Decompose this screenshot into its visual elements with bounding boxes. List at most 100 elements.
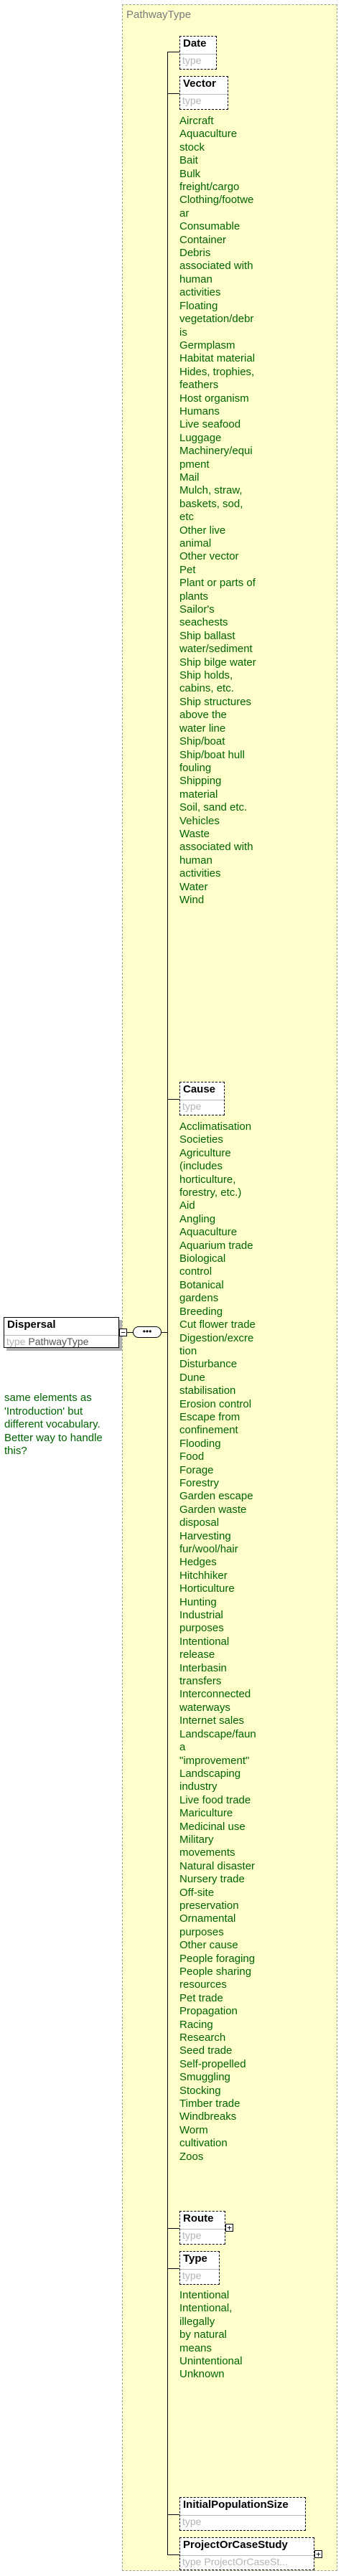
pathway-type-container [122,4,337,2571]
type-value: Intentional [179,2289,230,2301]
type-name: Type [183,2252,207,2265]
sequence-compositor-icon[interactable]: ••• [133,1326,162,1338]
vector-value: animal [179,537,212,549]
cause-value: purposes [179,1925,224,1938]
dispersal-element[interactable]: Dispersal type PathwayType [4,1317,119,1348]
dispersal-annotation: same elements as 'Introduction' but diff… [4,1392,103,1457]
route-name: Route [183,2212,214,2224]
vector-value: Host organism [179,392,249,405]
initial-population-size-element[interactable]: InitialPopulationSize type [179,2497,306,2531]
vector-value: Other vector [179,550,239,563]
cause-value: Aid [179,1199,195,1212]
vector-value: activities [179,867,221,880]
cause-value: Horticulture [179,1582,235,1595]
vector-value: Ship/boat hull [179,748,245,761]
vector-element[interactable]: Vector type [179,76,228,110]
date-element[interactable]: Date type [179,36,217,70]
cause-value: Propagation [179,2005,238,2018]
cause-value: Flooding [179,1437,221,1450]
cause-value: Interconnected [179,1688,251,1701]
cause-value: Live food trade [179,1793,251,1806]
vector-value: activities [179,286,221,299]
vector-value: human [179,273,212,286]
cause-value: Mariculture [179,1807,233,1820]
cause-value: Seed trade [179,2044,233,2057]
cause-value: Forestry [179,1476,220,1489]
vector-value: Humans [179,405,220,417]
connector-line [167,2268,179,2269]
vector-value: is [179,326,187,339]
type-value: Unknown [179,2368,225,2381]
cause-value: Worm [179,2123,208,2136]
type-value: by natural [179,2329,227,2341]
vector-value: Ship/boat [179,735,225,748]
vector-value: Vehicles [179,814,220,827]
cause-value: movements [179,1846,235,1859]
connector-line [167,2228,179,2229]
cause-value: Hitchhiker [179,1569,228,1582]
route-element[interactable]: Route type [179,2211,225,2245]
project-or-case-study-type-prefix: type [182,2556,202,2567]
project-or-case-study-name: ProjectOrCaseStudy [183,2539,288,2551]
vector-value: Floating [179,299,218,312]
cause-value: Research [179,2032,226,2044]
cause-value: Aquarium trade [179,1239,253,1252]
cause-value: control [179,1265,212,1278]
cause-value: waterways [179,1701,230,1714]
initial-population-size-name: InitialPopulationSize [183,2499,289,2511]
vector-value: plants [179,590,209,603]
project-or-case-study-expand-icon[interactable]: + [314,2550,322,2558]
vector-value: Debris [179,247,211,260]
type-element[interactable]: Type type [179,2251,220,2285]
vector-value: Aircraft [179,115,214,127]
cause-value: transfers [179,1675,222,1688]
connector-line [167,1099,179,1100]
cause-value: a [179,1741,186,1754]
route-expand-icon[interactable]: + [225,2224,233,2232]
vector-value: Bulk [179,167,201,180]
cause-value: Cut flower trade [179,1318,256,1331]
cause-value: Smuggling [179,2071,230,2084]
cause-value: Hedges [179,1556,217,1569]
vector-value: Other live [179,524,226,537]
initial-population-size-type-prefix: type [182,2516,202,2527]
cause-element[interactable]: Cause type [179,1082,225,1115]
cause-value: preservation [179,1899,239,1912]
route-type-prefix: type [182,2230,202,2241]
cause-value: Angling [179,1212,216,1225]
connector-line [167,2554,179,2555]
type-value: Intentional, [179,2302,233,2315]
vector-value: feathers [179,379,219,392]
vector-value: Water [179,880,208,893]
vector-value: seachests [179,616,228,629]
project-or-case-study-element[interactable]: ProjectOrCaseStudy type ProjectOrCaseSt.… [179,2537,314,2570]
cause-value: Pet trade [179,1991,223,2004]
cause-value: Timber trade [179,2098,240,2110]
cause-value: disposal [179,1516,220,1529]
vector-value: Pet [179,563,196,576]
type-value: means [179,2341,212,2354]
vector-value: Shipping [179,775,222,788]
vector-value: stock [179,141,205,154]
cause-value: confinement [179,1424,238,1437]
dispersal-expand-icon[interactable]: − [119,1329,127,1336]
cause-value: Zoos [179,2150,204,2163]
dispersal-name: Dispersal [7,1318,56,1331]
vector-value: Aquaculture [179,128,238,141]
type-type-prefix: type [182,2270,202,2281]
cause-value: Harvesting [179,1529,231,1542]
vector-value: Ship ballast [179,629,235,642]
vector-value: Mail [179,471,200,483]
cause-value: Breeding [179,1305,223,1318]
cause-value: Stocking [179,2084,221,2097]
cause-value: Garden escape [179,1490,253,1503]
connector-line [127,1332,133,1333]
vector-value: above the [179,709,227,722]
vector-value: Ship holds, [179,669,233,682]
cause-value: purposes [179,1622,224,1635]
vector-value: Wind [179,893,205,906]
cause-value: stabilisation [179,1384,236,1397]
project-or-case-study-type-value: ProjectOrCaseSt... [204,2556,289,2567]
vector-value: Bait [179,154,198,167]
